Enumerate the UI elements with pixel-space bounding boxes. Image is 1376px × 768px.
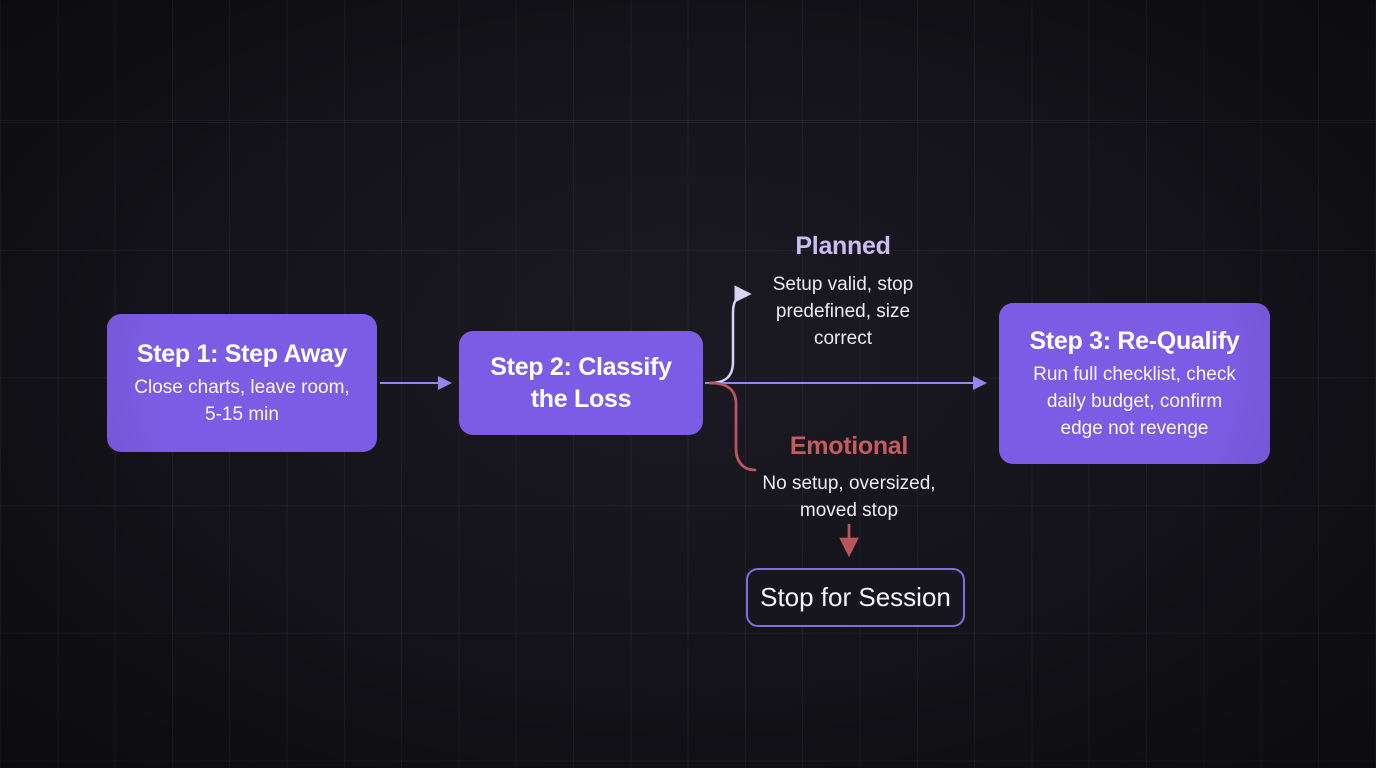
branch-planned-desc-line1: Setup valid, stop <box>772 274 914 295</box>
branch-emotional-label: Emotional <box>789 432 909 460</box>
node-step2-title-line2: the Loss <box>530 385 632 413</box>
branch-planned-desc-line3: correct <box>813 328 873 349</box>
node-step3-title: Step 3: Re-Qualify <box>1029 327 1240 355</box>
node-step2-title-line1: Step 2: Classify <box>490 353 672 381</box>
node-stop-for-session: Stop for Session <box>746 568 965 627</box>
node-step1-subtitle: Close charts, leave room, 5-15 min <box>134 374 349 428</box>
branch-planned-curve <box>708 285 752 385</box>
node-step3-subtitle: Run full checklist, check daily budget, … <box>1033 361 1236 442</box>
node-step3-subtitle-line3: edge not revenge <box>1060 418 1209 439</box>
node-stop-label: Stop for Session <box>760 582 951 612</box>
branch-planned-label: Planned <box>795 232 891 260</box>
branch-emotional-desc-line2: moved stop <box>799 500 899 521</box>
node-step2-title: Step 2: Classify the Loss <box>490 351 672 415</box>
node-step1-title: Step 1: Step Away <box>136 340 348 368</box>
node-step2: Step 2: Classify the Loss <box>459 331 703 435</box>
node-step1-subtitle-line1: Close charts, leave room, <box>134 377 350 398</box>
node-step3: Step 3: Re-Qualify Run full checklist, c… <box>999 303 1270 464</box>
branch-emotional-description: No setup, oversized, moved stop <box>744 470 954 524</box>
branch-planned-description: Setup valid, stop predefined, size corre… <box>748 271 938 352</box>
node-step3-subtitle-line2: daily budget, confirm <box>1046 391 1223 412</box>
branch-emotional-desc-line1: No setup, oversized, <box>762 473 936 494</box>
branch-planned-desc-line2: predefined, size <box>775 301 911 322</box>
node-step1-subtitle-line2: 5-15 min <box>205 404 279 425</box>
node-step3-subtitle-line1: Run full checklist, check <box>1033 364 1236 385</box>
node-step1: Step 1: Step Away Close charts, leave ro… <box>107 314 377 452</box>
